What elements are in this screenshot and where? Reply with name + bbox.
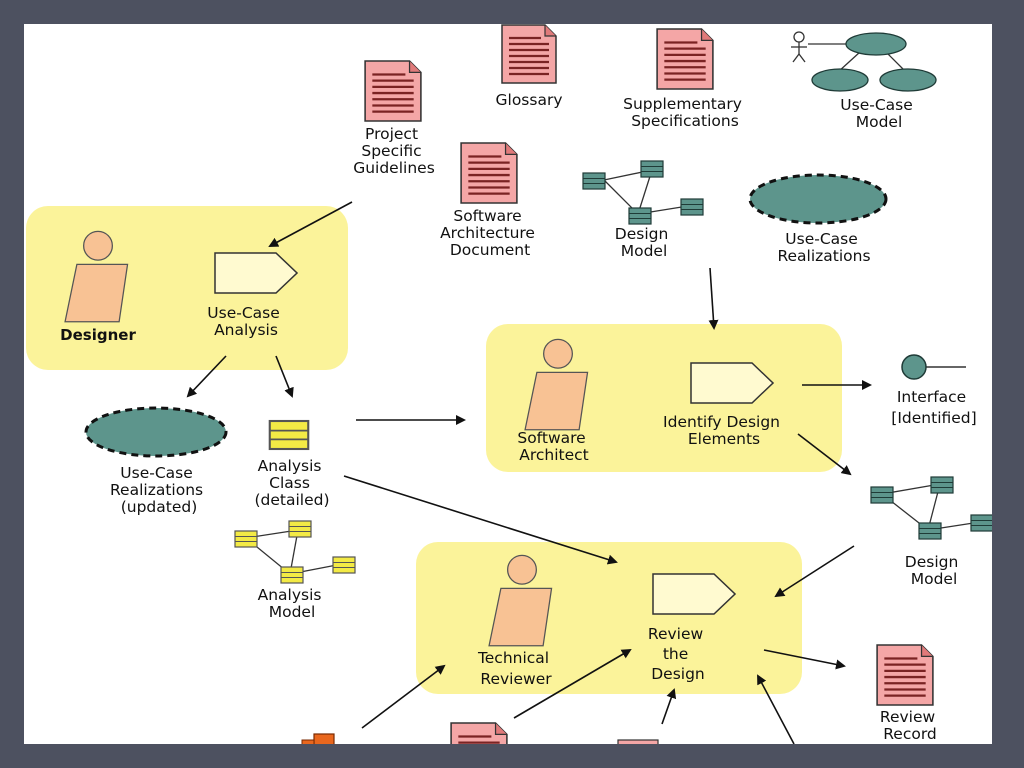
arrow-bottom-doc-to-review	[661, 688, 677, 725]
arrow-class-to-review	[343, 475, 618, 565]
use-case-model-icon	[791, 31, 937, 92]
workflow-diagram: Glossary Supplementary Specifications Us…	[26, 24, 992, 744]
identify-design-elements-label: Identify Design Elements	[663, 413, 785, 448]
analysis-model-label: Analysis Model	[258, 586, 327, 621]
arrow-analysis-to-class	[275, 355, 294, 398]
use-case-realizations-updated-icon	[84, 406, 228, 458]
software-architecture-document-icon	[460, 142, 518, 204]
arrow-bottom-to-reviewer	[361, 664, 446, 729]
arrow-review-to-record	[763, 649, 846, 670]
designer-label: Designer	[60, 326, 136, 344]
arrow-doc-to-review	[513, 648, 632, 719]
software-architect-label: Software Architect	[517, 429, 590, 464]
design-model-right-icon	[870, 476, 992, 540]
bottom-partial-class-icon	[301, 733, 335, 744]
software-architecture-document-label: Software Architecture Document	[440, 207, 540, 259]
use-case-analysis-label: Use-Case Analysis	[207, 304, 284, 339]
analysis-class-label: Analysis Class (detailed)	[254, 457, 329, 509]
glossary-label: Glossary	[496, 91, 563, 109]
project-guidelines-label: Project Specific Guidelines	[353, 125, 435, 177]
design-model-top-label: Design Model	[615, 225, 673, 260]
design-model-top-icon	[582, 160, 704, 225]
analysis-model-icon	[234, 520, 356, 584]
review-record-label: Review Record	[880, 708, 940, 743]
glossary-document-icon	[500, 24, 558, 84]
slide: Glossary Supplementary Specifications Us…	[24, 24, 992, 744]
flow-arrows	[186, 201, 872, 744]
use-case-model-label: Use-Case Model	[840, 96, 917, 131]
use-case-realizations-top-icon	[748, 173, 888, 225]
supplementary-specifications-label: Supplementary Specifications	[623, 95, 747, 130]
use-case-realizations-top-label: Use-Case Realizations	[777, 230, 870, 265]
arrow-design-model-to-review	[774, 545, 855, 598]
interface-label: Interface [Identified]	[891, 388, 976, 427]
arrow-guidelines-to-analysis	[268, 201, 353, 247]
review-the-design-label: Review the Design	[648, 625, 708, 683]
project-guidelines-icon	[364, 60, 422, 122]
arrow-design-model-to-architect	[708, 267, 719, 330]
arrow-analysis-to-ucr	[186, 355, 227, 398]
supplementary-specifications-icon	[656, 28, 714, 90]
bottom-partial-document-icon	[450, 722, 508, 744]
review-record-document-icon	[876, 644, 934, 706]
design-model-right-label: Design Model	[905, 553, 963, 588]
arrow-bottom-right-to-review	[757, 674, 795, 744]
analysis-class-icon	[268, 419, 310, 451]
architect-swimlane	[486, 324, 842, 472]
reviewer-swimlane	[416, 542, 802, 694]
use-case-realizations-updated-label: Use-Case Realizations (updated)	[110, 464, 208, 516]
technical-reviewer-label: Technical Reviewer	[477, 649, 554, 688]
interface-icon	[901, 354, 966, 380]
arrow-to-design-model-right	[797, 433, 852, 476]
bottom-partial-document-2-icon	[617, 739, 659, 744]
